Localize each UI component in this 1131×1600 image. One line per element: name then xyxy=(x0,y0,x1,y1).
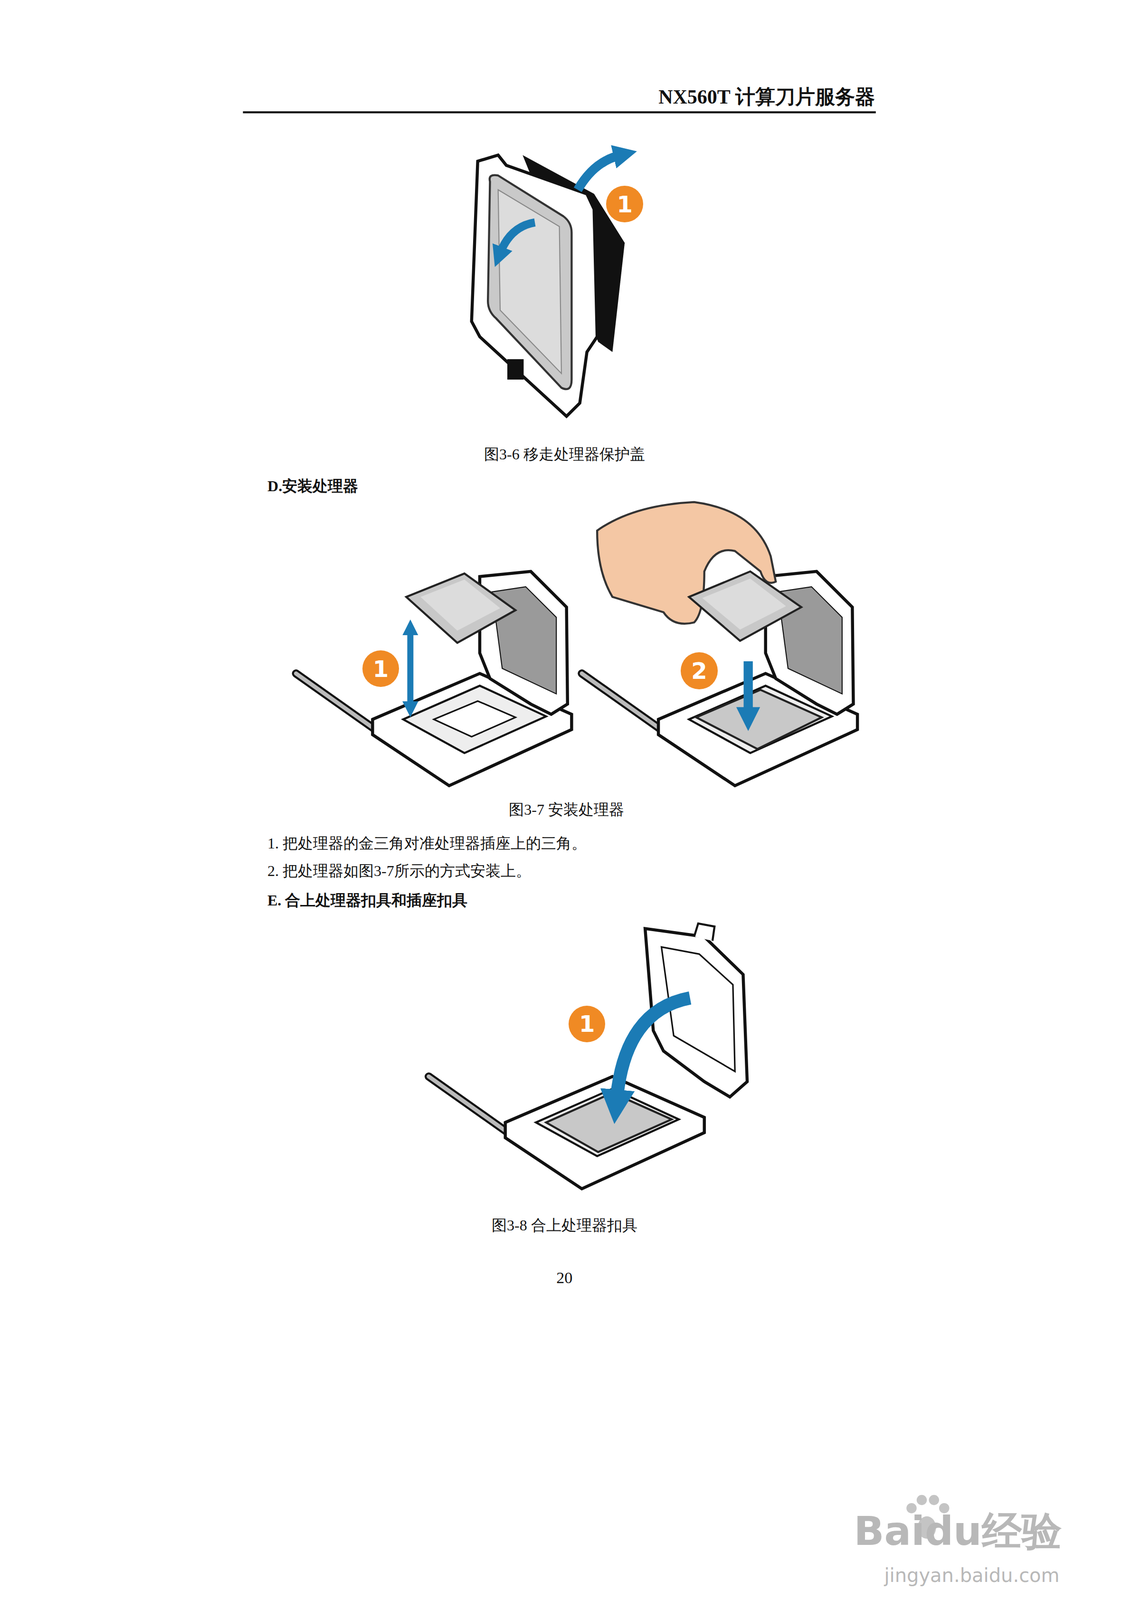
close-arrow xyxy=(616,997,691,1101)
section-heading: D.安装处理器 xyxy=(267,476,359,495)
figure-caption: 图3-6 移走处理器保护盖 xyxy=(484,445,646,464)
watermark: Baidu经验 xyxy=(853,1507,1062,1556)
callout-text: 1 xyxy=(372,657,389,681)
cap-removal-figure xyxy=(471,154,625,417)
cpu-socket xyxy=(295,571,572,786)
insert-arrow xyxy=(743,661,753,715)
callout-number: 1 xyxy=(606,185,643,223)
processor-top xyxy=(420,579,501,631)
watermark-url: jingyan.baidu.com xyxy=(883,1563,1060,1587)
callout-number: 2 xyxy=(680,652,718,689)
callout-text: 1 xyxy=(616,192,633,216)
figure-caption: 图3-8 合上处理器扣具 xyxy=(491,1216,638,1235)
step-text: 2. 把处理器如图3-7所示的方式安装上。 xyxy=(267,861,532,880)
lift-arrow xyxy=(407,630,414,706)
callout-number: 1 xyxy=(568,1005,606,1043)
processor xyxy=(689,571,802,641)
cpu-socket xyxy=(428,1076,705,1189)
section-heading: E. 合上处理器扣具和插座扣具 xyxy=(267,891,468,910)
processor-top xyxy=(702,578,786,630)
callout-text: 2 xyxy=(691,659,707,683)
callout-text: 1 xyxy=(579,1012,595,1036)
figure-caption: 图3-7 安装处理器 xyxy=(508,800,625,819)
page-number: 20 xyxy=(556,1268,573,1288)
callout-number: 1 xyxy=(362,650,400,687)
processor-in-socket xyxy=(696,689,822,750)
page-header: NX560T 计算刀片服务器 xyxy=(658,85,875,109)
header-rule xyxy=(242,111,876,114)
processor xyxy=(406,573,516,643)
step-text: 1. 把处理器的金三角对准处理器插座上的三角。 xyxy=(267,834,587,853)
